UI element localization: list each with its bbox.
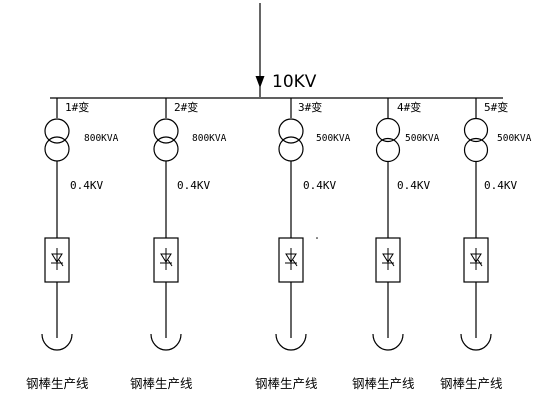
feeder-4: 4#变 500KVA 0.4KV 钢棒生产线 xyxy=(352,98,440,391)
bus-voltage-label: 10KV xyxy=(272,72,317,92)
load-icon xyxy=(275,333,307,351)
rectifier-icon xyxy=(463,237,489,283)
secondary-voltage-label: 0.4KV xyxy=(397,179,430,192)
transformer-rating-label: 500KVA xyxy=(316,133,351,144)
load-icon xyxy=(150,333,182,351)
rectifier-icon xyxy=(153,237,179,283)
transformer-rating-label: 500KVA xyxy=(405,133,440,144)
stray-mark xyxy=(316,237,318,239)
transformer-rating-label: 500KVA xyxy=(497,133,532,144)
transformer-id-label: 3#变 xyxy=(298,100,322,114)
rectifier-icon xyxy=(278,237,304,283)
transformer-icon xyxy=(153,118,179,162)
load-icon xyxy=(460,333,492,351)
feeder-group: 1#变800KVA0.4KV钢棒生产线2#变800KVA0.4KV钢棒生产线3#… xyxy=(26,98,532,391)
feeder-2: 2#变 800KVA 0.4KV 钢棒生产线 xyxy=(130,98,227,391)
transformer-id-label: 4#变 xyxy=(397,100,421,114)
transformer-icon xyxy=(278,118,304,162)
load-label: 钢棒生产线 xyxy=(440,376,503,391)
transformer-rating-label: 800KVA xyxy=(192,133,227,144)
secondary-voltage-label: 0.4KV xyxy=(70,179,103,192)
secondary-voltage-label: 0.4KV xyxy=(177,179,210,192)
transformer-icon xyxy=(375,117,401,163)
load-icon xyxy=(41,333,73,351)
transformer-id-label: 1#变 xyxy=(65,100,89,114)
load-label: 钢棒生产线 xyxy=(26,376,89,391)
load-icon xyxy=(372,333,404,351)
feeder-3: 3#变 500KVA 0.4KV 钢棒生产线 xyxy=(255,98,351,391)
transformer-icon xyxy=(44,118,70,162)
arrow-down-icon xyxy=(255,76,265,88)
load-label: 钢棒生产线 xyxy=(255,376,318,391)
rectifier-icon xyxy=(375,237,401,283)
transformer-icon xyxy=(463,117,489,163)
secondary-voltage-label: 0.4KV xyxy=(484,179,517,192)
feeder-1: 1#变 800KVA 0.4KV 钢棒生产线 xyxy=(26,98,119,391)
rectifier-icon xyxy=(44,237,70,283)
load-label: 钢棒生产线 xyxy=(352,376,415,391)
transformer-rating-label: 800KVA xyxy=(84,133,119,144)
transformer-id-label: 2#变 xyxy=(174,100,198,114)
transformer-id-label: 5#变 xyxy=(484,100,508,114)
secondary-voltage-label: 0.4KV xyxy=(303,179,336,192)
feeder-5: 5#变 500KVA 0.4KV 钢棒生产线 xyxy=(440,98,532,391)
load-label: 钢棒生产线 xyxy=(130,376,193,391)
